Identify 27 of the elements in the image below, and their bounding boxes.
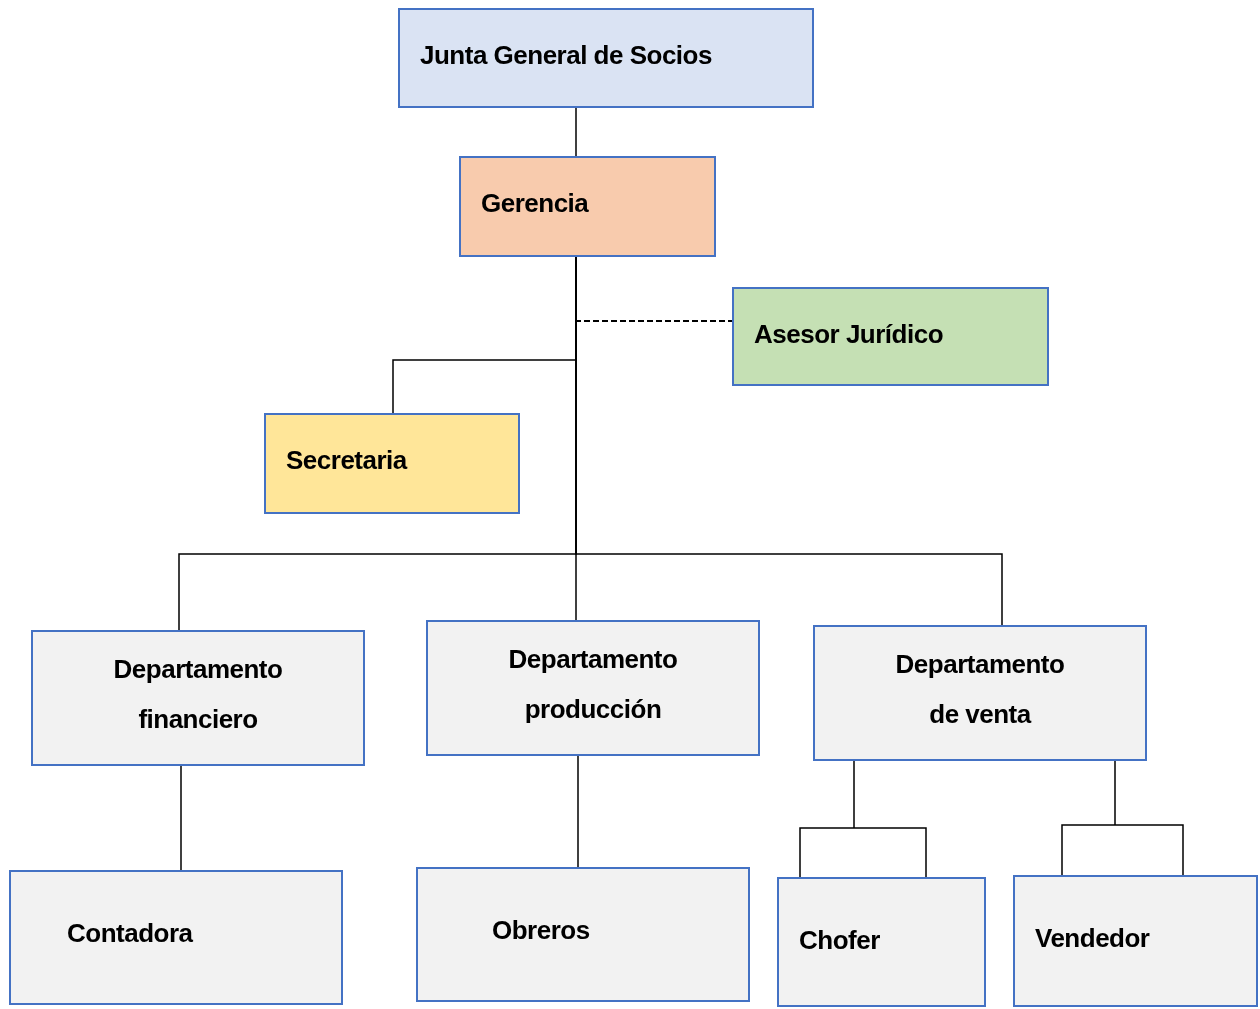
org-box (416, 867, 750, 1002)
org-box (9, 870, 343, 1005)
box-label: Gerencia (481, 187, 590, 220)
connector-line (799, 760, 927, 878)
connector-line (1061, 760, 1184, 876)
org-box (264, 413, 520, 514)
box-label: Asesor Jurídico (754, 318, 944, 351)
box-label: Obreros (492, 914, 591, 947)
box-label: Departamento producción (507, 643, 679, 726)
org-box (813, 625, 1147, 761)
org-box (426, 620, 760, 756)
box-label: Vendedor (1035, 922, 1151, 955)
org-box (31, 630, 365, 766)
box-label: Departamento de venta (894, 648, 1066, 731)
box-label: Chofer (799, 924, 881, 957)
connector-line (180, 765, 182, 871)
org-box (398, 8, 814, 108)
box-label: Secretaria (286, 444, 409, 477)
org-box (777, 877, 986, 1007)
box-label: Departamento financiero (112, 653, 284, 736)
org-box (459, 156, 716, 257)
connector-line (577, 755, 579, 868)
connector-line (575, 107, 577, 157)
box-label: Junta General de Socios (420, 39, 713, 72)
org-box (732, 287, 1049, 386)
box-label: Contadora (67, 917, 194, 950)
org-box (1013, 875, 1258, 1007)
